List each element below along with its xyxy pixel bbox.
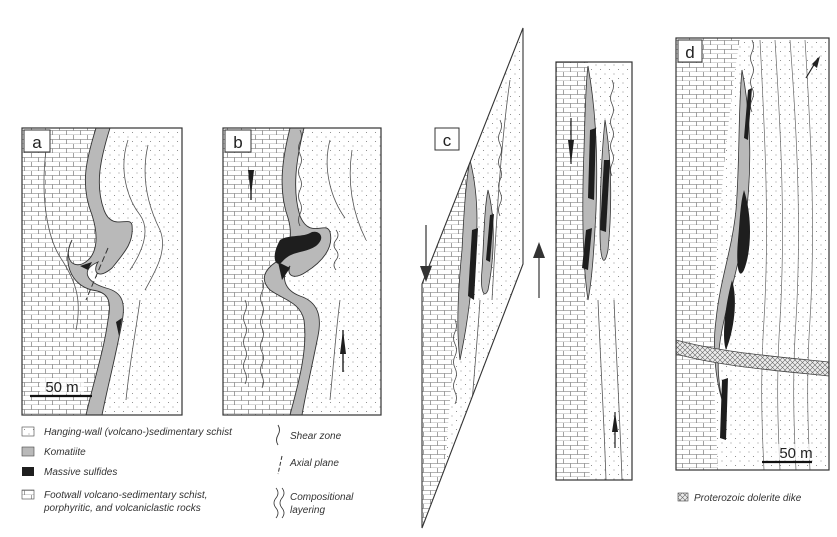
komatiite-layer [67, 128, 133, 415]
scale-label-d: 50 m [779, 445, 812, 462]
sulfide-lens [80, 262, 92, 270]
panel-c-label: c [443, 131, 452, 150]
legend-sulfides: Massive sulfides [44, 467, 117, 478]
legend-compositional-1: Compositional [290, 492, 354, 503]
panel-b-label: b [233, 133, 242, 152]
legend-axial-plane: Axial plane [289, 458, 339, 469]
scale-label-a: 50 m [45, 379, 78, 396]
panel-c-parallelogram [421, 27, 524, 529]
legend-hanging-wall: Hanging-wall (volcano-)sedimentary schis… [44, 427, 233, 438]
axial-plane-icon [277, 455, 283, 475]
panel-a-frame [21, 127, 183, 416]
sulfide-lens [116, 318, 122, 336]
panel-a: a 50 m [21, 127, 183, 416]
legend-footwall-1: Footwall volcano-sedimentary schist, [44, 490, 207, 501]
panel-d: d 50 m Proterozoic dolerite dike [675, 37, 830, 504]
panel-c: c [420, 27, 633, 529]
panel-b: b [222, 127, 382, 416]
massive-sulfide-body [274, 231, 322, 264]
panel-a-label: a [32, 133, 42, 152]
legend-dolerite-dike: Proterozoic dolerite dike [694, 493, 802, 504]
panel-b-frame [222, 127, 382, 416]
shear-zone-icon [276, 424, 280, 446]
legend-footwall-2: porphyritic, and volcaniclastic rocks [43, 503, 201, 514]
dolerite-dike [676, 339, 829, 377]
panel-c-strip-frame [555, 61, 633, 481]
panel-d-frame [675, 37, 830, 471]
compositional-layering-icon [273, 487, 285, 519]
legend: Hanging-wall (volcano-)sedimentary schis… [21, 424, 354, 519]
north-arrow-icon [805, 56, 820, 79]
legend-compositional-2: layering [290, 505, 325, 516]
legend-shear-zone: Shear zone [290, 431, 342, 442]
panel-d-label: d [685, 43, 694, 62]
legend-komatiite: Komatiite [44, 447, 86, 458]
footwall-area [22, 128, 110, 415]
shear-sense-arrows [420, 225, 545, 298]
